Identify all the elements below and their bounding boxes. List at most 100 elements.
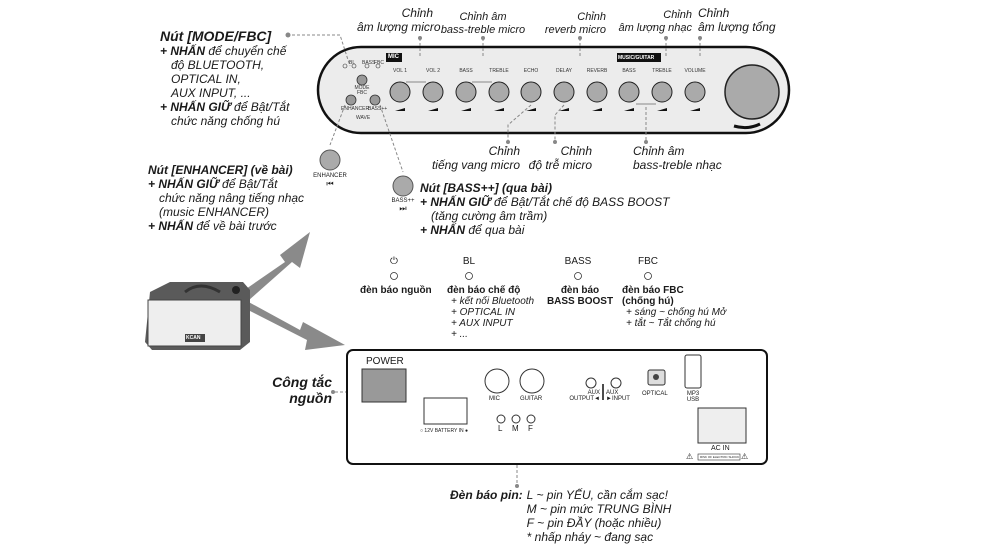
knob-echo[interactable] — [520, 81, 542, 103]
speaker-image — [145, 282, 250, 350]
indicator-item: + OPTICAL IN — [451, 307, 516, 318]
knob-label: VOL 2 — [426, 68, 440, 74]
note-line: độ BLUETOOTH, — [171, 58, 265, 72]
level-wedge — [428, 108, 438, 111]
indicator-symbol: BASS — [564, 256, 592, 267]
note-line: chức năng chống hú — [171, 114, 281, 128]
note-line: OPTICAL IN, — [171, 72, 241, 86]
bass-small-label: BASS++ — [368, 106, 388, 112]
knob-delay[interactable] — [553, 81, 575, 103]
indicator-description: đèn báo BASS BOOST — [545, 285, 615, 307]
note-line: AUX INPUT, ... — [171, 86, 251, 100]
indicator-description: đèn báo FBC (chống hú)+ sáng ~ chống hú … — [622, 285, 726, 329]
level-wedge — [690, 108, 700, 111]
knob-reverb[interactable] — [586, 81, 608, 103]
battery-led-f: F — [528, 424, 533, 433]
knob-bass[interactable] — [455, 81, 477, 103]
mode-label: MODE FBC — [354, 85, 370, 96]
speaker-logo: KCAN — [186, 335, 201, 341]
bass-plus-button[interactable] — [392, 175, 414, 197]
level-wedge — [624, 108, 634, 111]
music-badge-text: MUSIC/GUITAR — [618, 55, 655, 61]
power-switch[interactable] — [361, 368, 407, 403]
aux-output-label: AUX OUTPUT◄ — [569, 390, 600, 402]
battery-note-line: * nhấp nháy ~ đang sạc — [526, 530, 654, 544]
enhancer-button[interactable] — [319, 149, 341, 171]
knob-treble[interactable] — [488, 81, 510, 103]
knob-vol2[interactable] — [422, 81, 444, 103]
knob-label: TREBLE — [652, 68, 672, 74]
power-label: POWER — [366, 356, 404, 367]
knob-label: BASS — [622, 68, 636, 74]
top-control-panel — [316, 45, 791, 135]
battery-note-line: M ~ pin mức TRUNG BÌNH — [526, 502, 672, 516]
enhancer-small-button[interactable] — [345, 94, 357, 106]
level-wedge — [559, 108, 569, 111]
note-line: + NHẤN để chuyển chế — [160, 44, 287, 58]
bass-plus-button-label: BASS++⏭ — [391, 198, 415, 213]
optical-label: OPTICAL — [642, 391, 668, 397]
knob-label: VOLUME — [684, 68, 706, 74]
battery-led-m: M — [512, 424, 519, 433]
knob-treble[interactable] — [651, 81, 673, 103]
indicator-title: đèn báo FBC (chống hú) — [622, 285, 684, 307]
battery-note: Đèn báo pin: L ~ pin YẾU, cần cắm sạc!M … — [450, 488, 672, 544]
indicator-title: đèn báo BASS BOOST — [546, 285, 614, 307]
enhancer-note: Nút [ENHANCER] (về bài) + NHẤN GIỮ để Bậ… — [148, 163, 305, 233]
mic-badge-text: MIC — [388, 54, 399, 60]
note-line: (tăng cường âm trầm) — [431, 209, 548, 223]
battery-label: ○ 12V BATTERY IN ● — [420, 428, 469, 434]
shock-warning: RISK OF ELECTRIC SHOCK — [700, 455, 740, 459]
ac-in-label: AC IN — [711, 445, 730, 452]
level-wedge — [592, 108, 602, 111]
indicator-symbol: ⏻ — [390, 256, 398, 267]
master-volume-knob[interactable] — [724, 64, 780, 120]
ac-in-socket — [697, 407, 747, 444]
led-bass-label: BASS — [362, 60, 376, 66]
indicator-item: + sáng ~ chống hú Mở — [626, 307, 726, 318]
enhancer-button-label: ENHANCER⏮ — [313, 173, 347, 188]
indicator-item: + tắt ~ Tắt chống hú — [626, 318, 716, 329]
knob-bass[interactable] — [618, 81, 640, 103]
arrow-to-back — [245, 300, 345, 350]
level-wedge — [395, 108, 405, 111]
music-guitar-badge — [617, 53, 661, 62]
indicator-description: đèn báo nguồn — [360, 285, 432, 296]
power-switch-label: Công tắc nguồn — [272, 374, 332, 406]
battery-note-line: L ~ pin YẾU, cần cắm sạc! — [526, 488, 668, 502]
bass-small-button[interactable] — [369, 94, 381, 106]
wave-label: WAVE — [356, 115, 371, 121]
battery-port — [423, 397, 468, 425]
knob-volume[interactable] — [684, 81, 706, 103]
indicator-item: + ... — [451, 329, 468, 340]
bass-plus-note: Nút [BASS++] (qua bài) + NHẤN GIỮ để Bật… — [420, 181, 670, 237]
led-bl-label: BL — [349, 60, 356, 66]
knob-label: BASS — [459, 68, 473, 74]
indicator-description: đèn báo chế độ+ kết nối Bluetooth+ OPTIC… — [447, 285, 534, 340]
back-panel — [346, 349, 768, 465]
battery-note-line: F ~ pin ĐẦY (hoặc nhiều) — [526, 516, 662, 530]
battery-led-l: L — [498, 424, 503, 433]
indicator-title: đèn báo nguồn — [360, 285, 432, 296]
indicator-item: + AUX INPUT — [451, 318, 513, 329]
warning-icon: ⚠ — [741, 452, 749, 461]
mode-fbc-button[interactable] — [356, 74, 368, 86]
note-line: + NHẤN GIỮ để Bật/Tắt — [160, 100, 290, 114]
indicator-symbol: BL — [462, 256, 476, 267]
mic-jack-label: MIC — [489, 396, 500, 402]
warning-icon: ⚠ — [686, 452, 694, 461]
note-line: chức năng nâng tiếng nhạc — [159, 191, 305, 205]
indicator-item: + kết nối Bluetooth — [451, 296, 535, 307]
led-fbc-label: FBC — [374, 60, 384, 66]
knob-label: VOL 1 — [393, 68, 407, 74]
knob-vol1[interactable] — [389, 81, 411, 103]
